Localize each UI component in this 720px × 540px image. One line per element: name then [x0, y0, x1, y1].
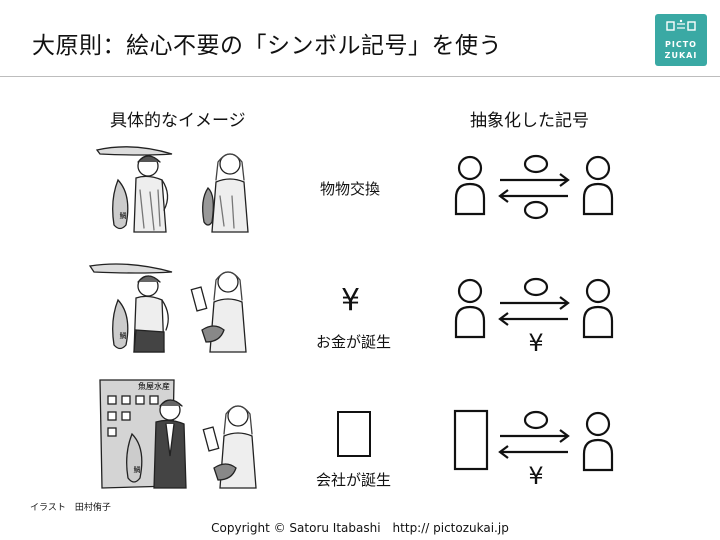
symbol-company: ¥	[453, 409, 614, 490]
illustration-company: 魚屋水産 鯛	[99, 379, 257, 489]
copyright-footer: Copyright © Satoru Itabashi http:// pict…	[211, 521, 509, 535]
title-divider	[0, 76, 720, 77]
pictozukai-logo: PICTO ZUKAI	[655, 14, 707, 66]
column-header-concrete: 具体的なイメージ	[110, 111, 246, 131]
fish-label-3: 鯛	[134, 465, 141, 474]
illustration-credit: イラスト 田村侑子	[30, 503, 111, 513]
symbol-barter	[454, 154, 614, 220]
row-label-money: お金が誕生	[316, 333, 392, 351]
fish-label: 鯛	[120, 211, 127, 220]
shop-sign: 魚屋水産	[138, 381, 170, 391]
exchange-yen-1: ¥	[528, 329, 543, 355]
company-symbol	[337, 411, 371, 457]
symbol-money: ¥	[454, 277, 614, 355]
fish-label-2: 鯛	[120, 331, 127, 340]
row-label-company: 会社が誕生	[316, 471, 392, 489]
illustration-money: 鯛	[88, 263, 247, 353]
logo-line-1: PICTO	[665, 40, 697, 49]
slide-title: 大原則：絵心不要の「シンボル記号」を使う	[32, 33, 502, 59]
column-header-abstract: 抽象化した記号	[470, 111, 589, 131]
logo-mark-icon	[666, 19, 696, 31]
row-label-barter: 物物交換	[320, 180, 381, 198]
exchange-yen-2: ¥	[528, 462, 543, 490]
illustration-barter: 鯛	[95, 146, 249, 233]
logo-line-2: ZUKAI	[664, 51, 698, 60]
yen-symbol: ¥	[341, 283, 361, 318]
